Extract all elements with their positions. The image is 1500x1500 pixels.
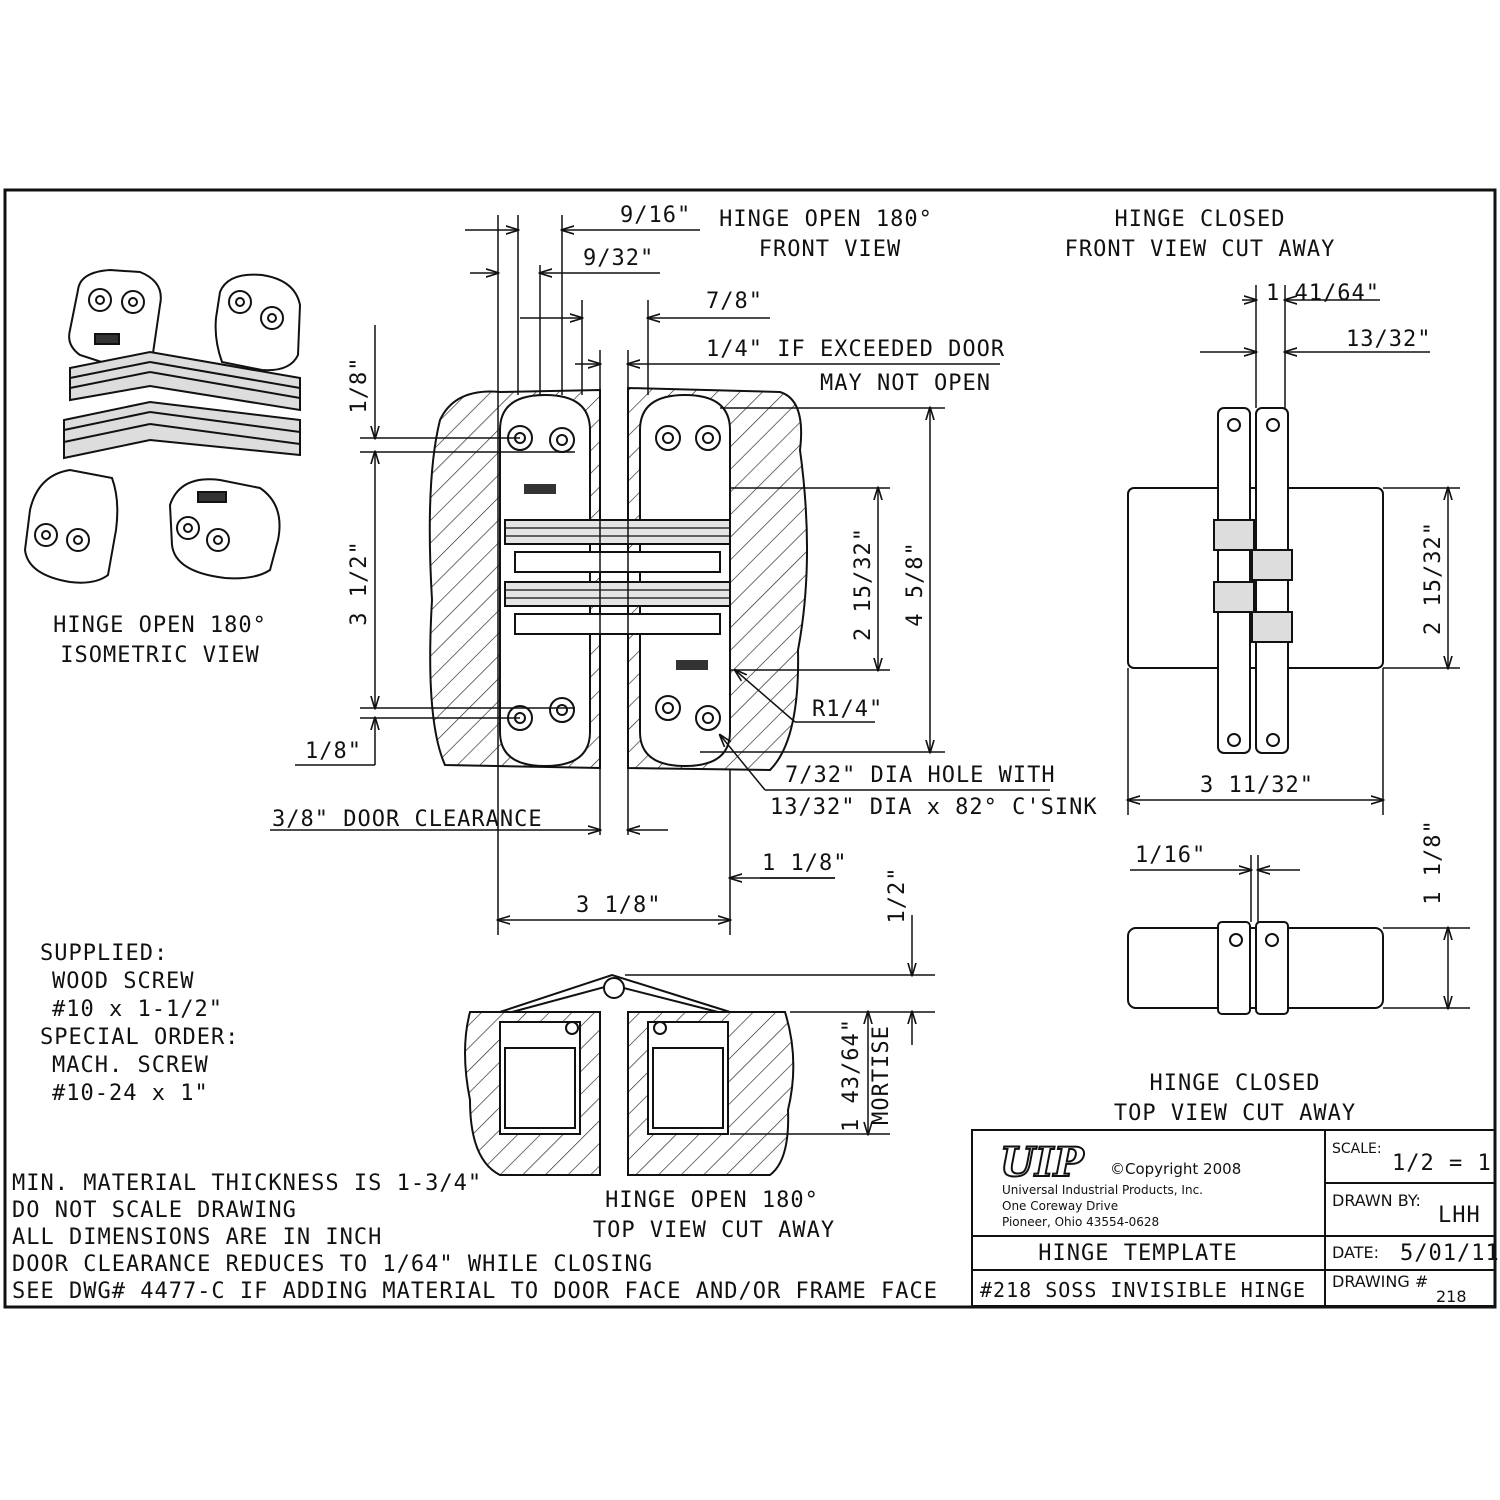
dim-9-32: 9/32" — [583, 246, 654, 271]
closed-top-title-line-1: HINGE CLOSED — [1150, 1071, 1321, 1096]
dim-1-8-bottom: 1/8" — [305, 739, 362, 764]
dim-4-5-8: 4 5/8" — [903, 541, 928, 626]
front-view — [428, 386, 809, 772]
general-notes: MIN. MATERIAL THICKNESS IS 1-3/4" DO NOT… — [12, 1171, 938, 1304]
dim-2-15-32-closed: 2 15/32" — [1421, 521, 1446, 635]
iso-title-line-2: ISOMETRIC VIEW — [60, 643, 259, 668]
open-top-title-line-2: TOP VIEW CUT AWAY — [593, 1218, 835, 1243]
product-name: #218 SOSS INVISIBLE HINGE — [980, 1278, 1306, 1302]
note-line: SEE DWG# 4477-C IF ADDING MATERIAL TO DO… — [12, 1279, 938, 1304]
address-line: Pioneer, Ohio 43554-0628 — [1002, 1215, 1159, 1229]
title-block — [971, 1129, 1496, 1307]
open-top-view — [464, 973, 795, 1176]
company-logo: UIP — [1000, 1139, 1086, 1186]
closed-top-title-line-2: TOP VIEW CUT AWAY — [1114, 1101, 1356, 1126]
dim-3-11-32: 3 11/32" — [1200, 773, 1314, 798]
scale-label: SCALE: — [1332, 1141, 1382, 1157]
supplied-line: #10-24 x 1" — [52, 1081, 209, 1106]
note-line: DOOR CLEARANCE REDUCES TO 1/64" WHILE CL… — [12, 1252, 653, 1277]
date-label: DATE: — [1332, 1243, 1379, 1262]
dim-13-32: 13/32" — [1346, 327, 1431, 352]
supplied-notes: SUPPLIED: WOOD SCREW #10 x 1-1/2" SPECIA… — [40, 941, 239, 1106]
note-hole-line-2: 13/32" DIA x 82° C'SINK — [770, 795, 1098, 820]
closed-front-view — [1127, 407, 1384, 754]
dim-7-8: 7/8" — [706, 289, 763, 314]
note-line: MIN. MATERIAL THICKNESS IS 1-3/4" — [12, 1171, 482, 1196]
drawing-number-label: DRAWING # — [1332, 1272, 1428, 1291]
drawing-border — [3, 188, 1497, 1309]
isometric-view — [23, 268, 302, 584]
dim-3-1-8: 3 1/8" — [576, 893, 661, 918]
address-line: Universal Industrial Products, Inc. — [1002, 1183, 1203, 1197]
scale-value: 1/2 = 1 — [1392, 1151, 1492, 1176]
note-hole-line-1: 7/32" DIA HOLE WITH — [785, 763, 1056, 788]
drawing-number-value: 218 — [1436, 1287, 1467, 1306]
closed-front-title-line-1: HINGE CLOSED — [1115, 207, 1286, 232]
supplied-line: #10 x 1-1/2" — [52, 997, 223, 1022]
copyright: ©Copyright 2008 — [1110, 1160, 1241, 1178]
note-line: ALL DIMENSIONS ARE IN INCH — [12, 1225, 382, 1250]
dim-1-41-64: 1 41/64" — [1266, 281, 1380, 306]
dim-1-2: 1/2" — [885, 867, 910, 924]
dim-radius: R1/4" — [812, 697, 883, 722]
dim-3-1-2: 3 1/2" — [347, 540, 372, 625]
front-title-line-1: HINGE OPEN 180° — [719, 207, 933, 232]
drawing-title: HINGE TEMPLATE — [1038, 1241, 1237, 1266]
supplied-line: MACH. SCREW — [52, 1053, 209, 1078]
drawn-by-value: LHH — [1438, 1203, 1481, 1228]
open-top-title-line-1: HINGE OPEN 180° — [605, 1188, 819, 1213]
address-line: One Coreway Drive — [1002, 1199, 1118, 1213]
dim-1-16: 1/16" — [1135, 843, 1206, 868]
closed-top-view — [1127, 921, 1384, 1015]
dim-2-15-32: 2 15/32" — [851, 527, 876, 641]
iso-title-line-1: HINGE OPEN 180° — [53, 613, 267, 638]
drawn-by-label: DRAWN BY: — [1332, 1191, 1421, 1210]
front-view-dimensions — [270, 215, 1050, 935]
note-exceeded-line-2: MAY NOT OPEN — [820, 371, 991, 396]
note-exceeded-line-1: 1/4" IF EXCEEDED DOOR — [706, 337, 1005, 362]
supplied-line: SUPPLIED: — [40, 941, 168, 966]
closed-front-title-line-2: FRONT VIEW CUT AWAY — [1065, 237, 1336, 262]
date-value: 5/01/11 — [1400, 1241, 1500, 1266]
front-title-line-2: FRONT VIEW — [759, 237, 901, 262]
label-mortise: MORTISE — [869, 1025, 894, 1125]
dim-1-8-top: 1/8" — [347, 357, 372, 414]
note-door-clearance: 3/8" DOOR CLEARANCE — [272, 807, 543, 832]
dim-9-16: 9/16" — [620, 203, 691, 228]
dim-1-1-8: 1 1/8" — [762, 851, 847, 876]
supplied-line: WOOD SCREW — [52, 969, 194, 994]
supplied-line: SPECIAL ORDER: — [40, 1025, 239, 1050]
dim-1-43-64: 1 43/64" — [839, 1018, 864, 1132]
dim-1-1-8-closed: 1 1/8" — [1421, 819, 1446, 904]
note-line: DO NOT SCALE DRAWING — [12, 1198, 297, 1223]
